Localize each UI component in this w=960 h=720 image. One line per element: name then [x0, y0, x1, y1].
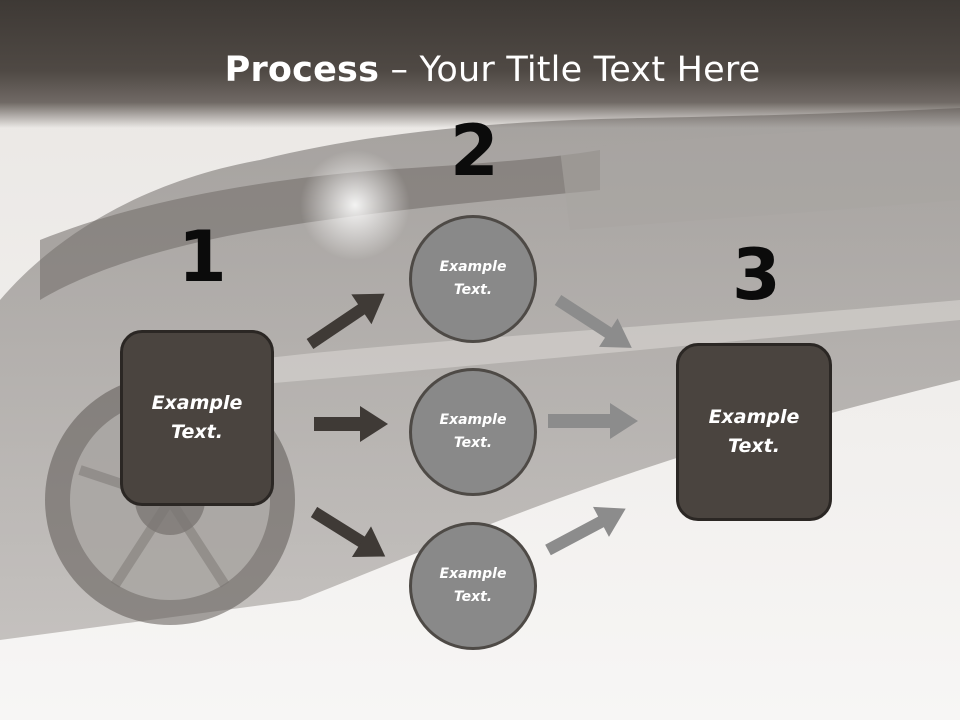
dark-arrows	[306, 293, 388, 557]
arrow-to-circle-1	[306, 293, 385, 349]
title-bar	[0, 0, 960, 128]
process-circle-3: Example Text.	[409, 522, 537, 650]
process-box-right: Example Text.	[676, 343, 832, 521]
circle-3-text: Example Text.	[439, 566, 507, 605]
circle-2-text: Example Text.	[439, 412, 507, 451]
step-number-2: 2	[450, 110, 499, 192]
title-rest-text: – Your Title Text Here	[379, 50, 761, 90]
box-right-text: Example Text.	[708, 406, 800, 457]
light-arrows	[545, 294, 638, 556]
slide-title: Process – Your Title Text Here	[0, 50, 960, 90]
arrow-to-circle-3	[310, 506, 386, 557]
process-circle-2: Example Text.	[409, 368, 537, 496]
arrow-from-circle-3	[545, 506, 626, 556]
step-number-1: 1	[178, 216, 227, 298]
arrow-to-circle-2	[314, 406, 388, 442]
process-box-left: Example Text.	[120, 330, 274, 506]
arrow-from-circle-2	[548, 403, 638, 439]
step-number-3: 3	[732, 234, 781, 316]
process-circle-1: Example Text.	[409, 215, 537, 343]
box-left-text: Example Text.	[151, 392, 243, 443]
circle-1-text: Example Text.	[439, 259, 507, 298]
arrow-from-circle-1	[554, 294, 632, 348]
title-bold-text: Process	[224, 50, 380, 90]
